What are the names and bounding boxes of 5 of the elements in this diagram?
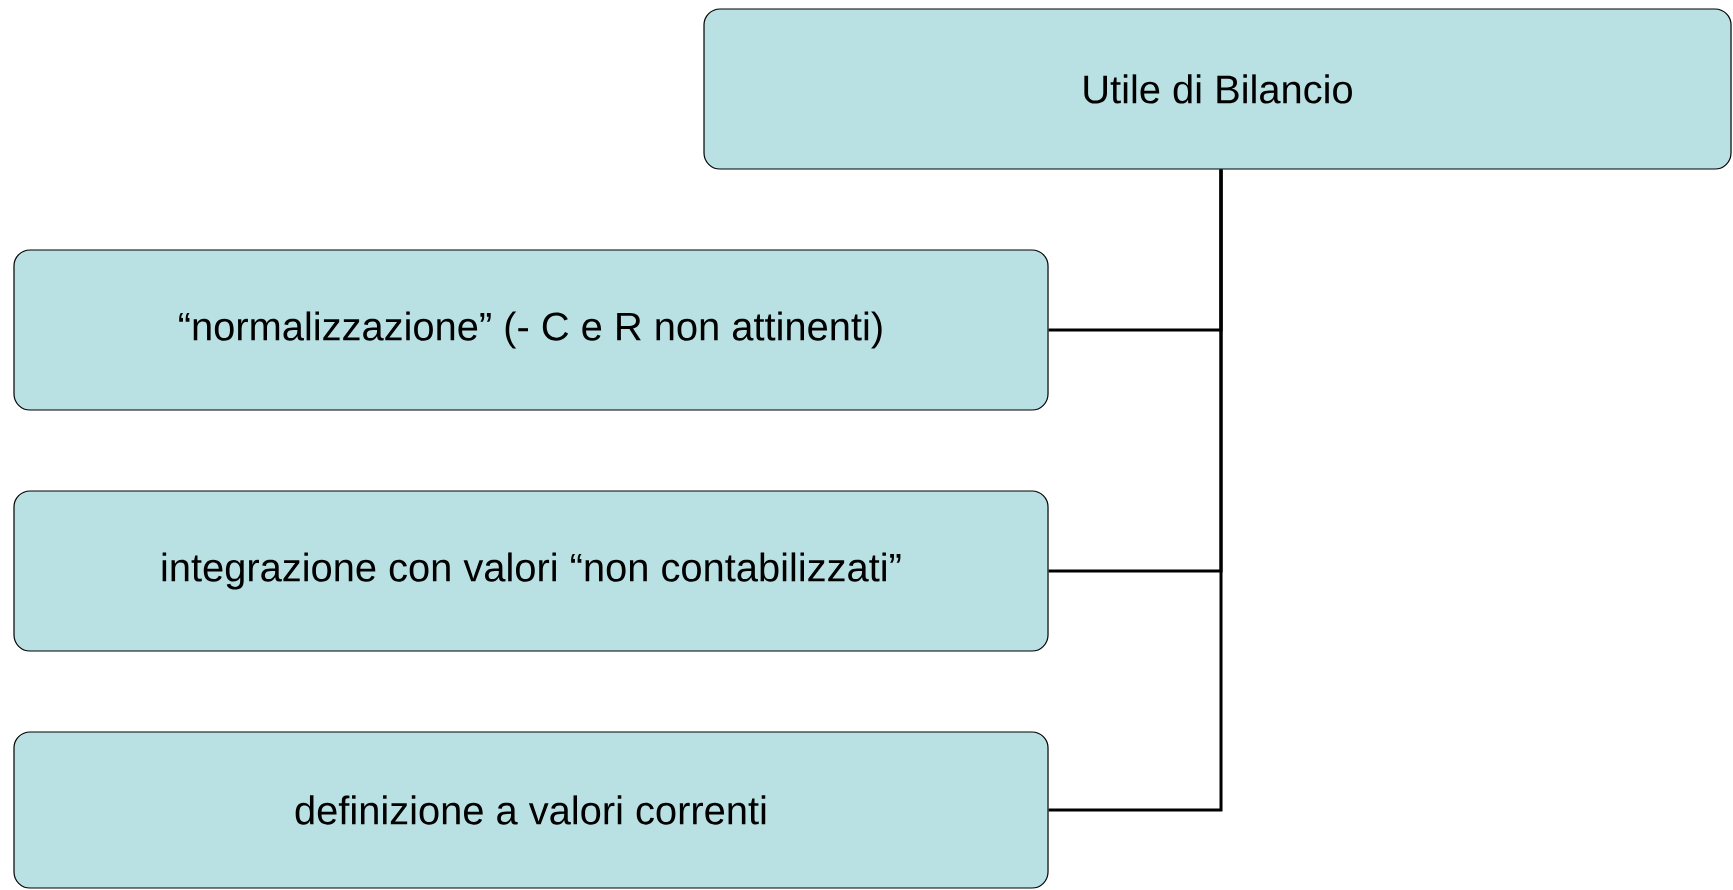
process-box: integrazione con valori “non contabilizzati”: [13, 490, 1049, 652]
connector: [1048, 169, 1223, 812]
process-box: definizione a valori correnti: [13, 731, 1049, 889]
process-box: Utile di Bilancio: [703, 8, 1732, 170]
process-box: “normalizzazione” (- C e R non attinenti): [13, 249, 1049, 411]
